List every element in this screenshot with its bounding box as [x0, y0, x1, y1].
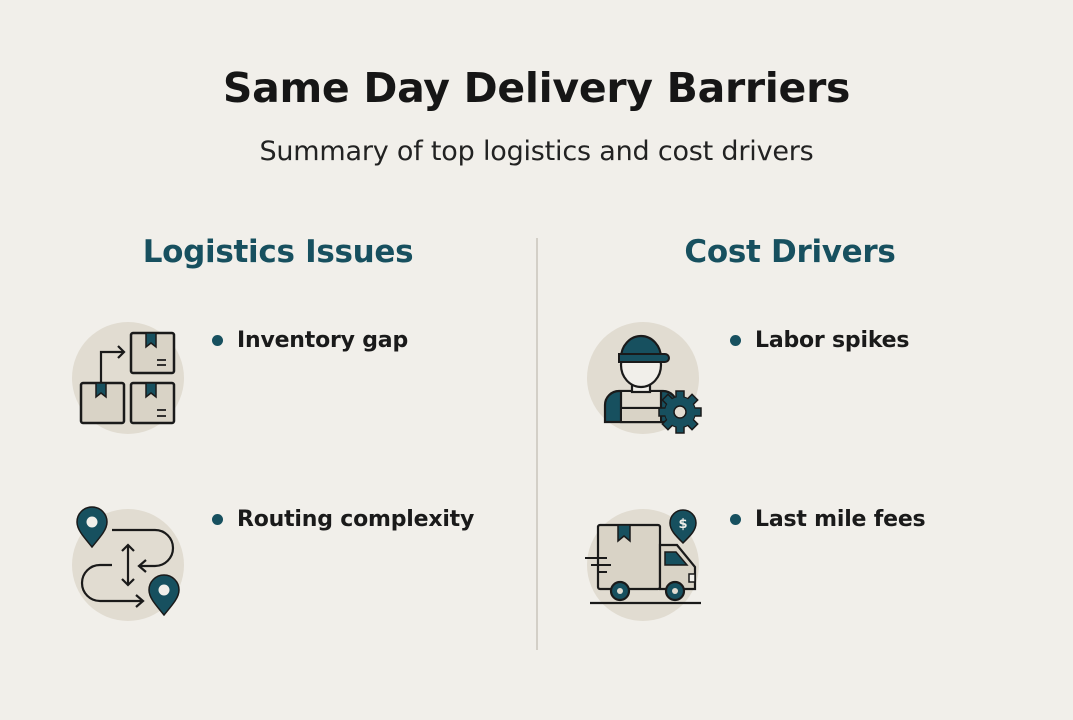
list-item-last-mile-fees: Last mile fees	[730, 507, 926, 532]
list-item-labor-spikes: Labor spikes	[730, 328, 909, 353]
bullet-icon	[212, 514, 223, 525]
item-label: Last mile fees	[755, 507, 926, 532]
bullet-icon	[212, 335, 223, 346]
page-subtitle: Summary of top logistics and cost driver…	[259, 136, 814, 167]
page-title: Same Day Delivery Barriers	[222, 64, 851, 112]
column-divider	[536, 238, 538, 650]
item-label: Labor spikes	[755, 328, 910, 353]
bullet-icon	[730, 514, 741, 525]
route-map-pins-icon	[60, 495, 200, 635]
item-label: Routing complexity	[237, 507, 475, 532]
list-item-routing-complexity: Routing complexity	[212, 507, 474, 532]
section-title-cost: Cost Drivers	[684, 234, 896, 270]
worker-gear-icon	[575, 310, 715, 450]
boxes-transfer-icon	[60, 310, 200, 450]
bullet-icon	[730, 335, 741, 346]
svg-text:$: $	[678, 517, 687, 532]
item-label: Inventory gap	[237, 328, 408, 353]
delivery-truck-dollar-icon: $	[575, 495, 715, 635]
section-title-logistics: Logistics Issues	[142, 234, 414, 270]
list-item-inventory-gap: Inventory gap	[212, 328, 408, 353]
